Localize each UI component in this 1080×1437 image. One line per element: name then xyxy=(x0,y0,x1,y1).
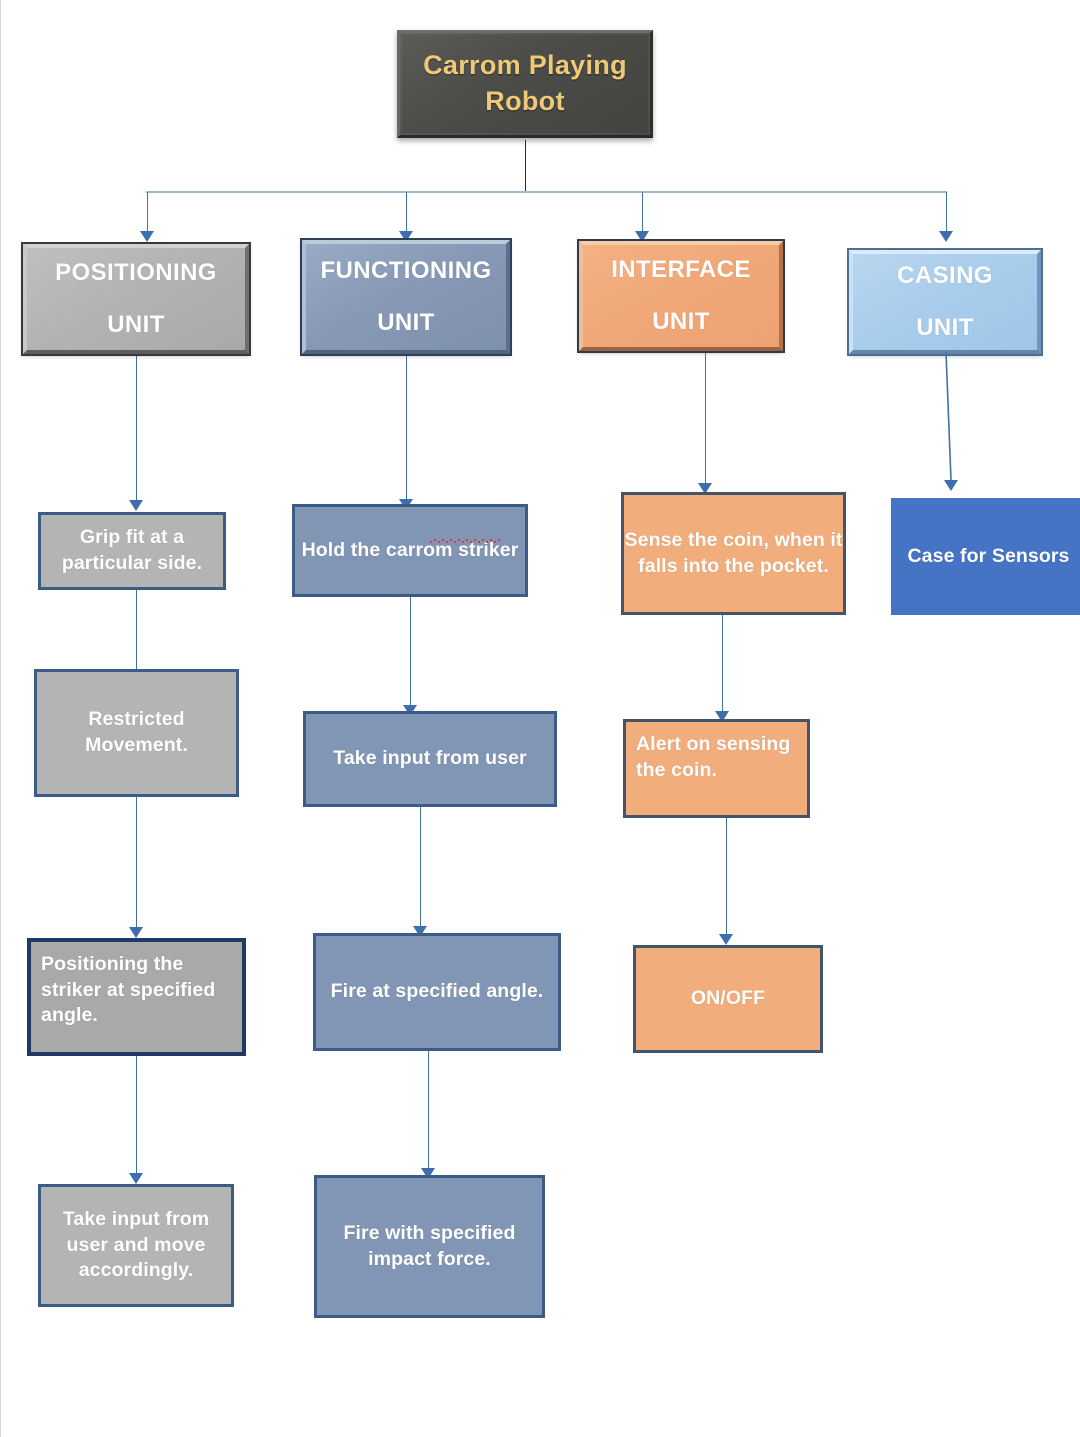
unit-functioning-line2: UNIT xyxy=(377,309,435,336)
arrowhead-interface xyxy=(635,231,649,242)
step-node-fire-angle[interactable]: Fire at specified angle. xyxy=(313,933,561,1051)
step-label-take-input-move: Take input from user and move accordingl… xyxy=(62,1207,210,1282)
bus-drop-casing xyxy=(946,192,947,234)
step-node-positioning-striker[interactable]: Positioning the striker at specified ang… xyxy=(27,938,246,1056)
connector-step3-to-step4 xyxy=(136,1056,137,1176)
step-node-alert-sensing[interactable]: Alert on sensing the coin. xyxy=(623,719,810,818)
unit-node-positioning[interactable]: POSITIONING UNIT xyxy=(21,242,251,356)
step-label-restricted-movement: Restricted Movement. xyxy=(85,708,188,756)
connector-functioning-to-step1 xyxy=(406,356,407,502)
step-node-sense-coin[interactable]: Sense the coin, when it falls into the p… xyxy=(621,492,846,615)
step-node-take-input-move[interactable]: Take input from user and move accordingl… xyxy=(38,1184,234,1307)
arrowhead-casing-step1 xyxy=(944,480,958,491)
unit-casing-line1: CASING xyxy=(897,262,993,290)
step-node-case-for-sensors[interactable]: Case for Sensors xyxy=(891,498,1080,615)
connector-f-step2-to-step3 xyxy=(420,807,421,929)
step-label-on-off: ON/OFF xyxy=(690,987,766,1010)
connector-i-step2-to-step3 xyxy=(726,818,727,936)
unit-node-functioning[interactable]: FUNCTIONING UNIT xyxy=(300,238,512,356)
arrowhead-functioning-step3 xyxy=(413,926,427,937)
step-label-grip-fit: Grip fit at a particular side. xyxy=(61,526,203,574)
arrowhead-functioning xyxy=(399,231,413,242)
root-node-carrom-playing-robot[interactable]: Carrom Playing Robot xyxy=(397,30,653,138)
arrowhead-casing xyxy=(939,231,953,242)
step-label-alert-sensing: Alert on sensing the coin. xyxy=(636,733,791,781)
step-node-grip-fit[interactable]: Grip fit at a particular side. xyxy=(38,512,226,590)
step-node-fire-impact-force[interactable]: Fire with specified impact force. xyxy=(314,1175,545,1318)
step-label-fire-angle: Fire at specified angle. xyxy=(330,980,544,1003)
unit-positioning-line2: UNIT xyxy=(107,311,165,338)
step-label-positioning-striker: Positioning the striker at specified ang… xyxy=(41,953,216,1027)
step-node-take-input-user[interactable]: Take input from user xyxy=(303,711,557,807)
step-label-take-input-user: Take input from user xyxy=(333,747,527,770)
connector-interface-to-step1 xyxy=(705,353,706,485)
step-node-hold-striker[interactable]: Hold the carrom striker xyxy=(292,504,528,597)
unit-node-interface[interactable]: INTERFACE UNIT xyxy=(577,239,785,353)
unit-interface-line2: UNIT xyxy=(652,308,710,335)
spellcheck-squiggle-carrom xyxy=(429,539,502,543)
arrowhead-functioning-step4 xyxy=(421,1168,435,1179)
connector-f-step1-to-step2 xyxy=(410,597,411,707)
distribution-bus-line xyxy=(146,191,947,193)
connector-i-step1-to-step2 xyxy=(722,615,723,713)
connector-step1-to-step2 xyxy=(136,590,137,672)
bus-drop-positioning xyxy=(147,192,148,234)
arrowhead-positioning-step1 xyxy=(129,500,143,511)
root-trunk-line xyxy=(525,140,526,192)
connector-f-step3-to-step4 xyxy=(428,1051,429,1171)
connector-positioning-to-step1 xyxy=(136,356,137,502)
arrowhead-positioning-step4 xyxy=(129,1173,143,1184)
arrowhead-functioning-step2 xyxy=(403,705,417,716)
step-label-hold-striker: Hold the carrom striker xyxy=(301,538,519,561)
root-node-label: Carrom Playing Robot xyxy=(423,50,627,116)
bus-drop-interface xyxy=(642,192,643,234)
arrowhead-interface-step1 xyxy=(698,483,712,494)
step-node-on-off[interactable]: ON/OFF xyxy=(633,945,823,1053)
arrowhead-interface-step2 xyxy=(715,711,729,722)
connector-casing-to-step1 xyxy=(945,351,952,481)
step-label-sense-coin: Sense the coin, when it falls into the p… xyxy=(624,528,843,577)
step-label-case-for-sensors: Case for Sensors xyxy=(907,544,1070,567)
connector-step2-to-step3 xyxy=(136,797,137,932)
arrowhead-positioning xyxy=(140,231,154,242)
arrowhead-positioning-step3 xyxy=(129,927,143,938)
unit-node-casing[interactable]: CASING UNIT xyxy=(847,248,1043,356)
arrowhead-interface-step3 xyxy=(719,934,733,945)
unit-interface-line1: INTERFACE xyxy=(611,256,751,284)
bus-drop-functioning xyxy=(406,192,407,234)
unit-functioning-line1: FUNCTIONING xyxy=(320,257,492,285)
step-node-restricted-movement[interactable]: Restricted Movement. xyxy=(34,669,239,797)
unit-positioning-line1: POSITIONING xyxy=(55,259,217,287)
step-label-fire-impact-force: Fire with specified impact force. xyxy=(343,1221,516,1270)
unit-casing-line2: UNIT xyxy=(916,314,974,341)
